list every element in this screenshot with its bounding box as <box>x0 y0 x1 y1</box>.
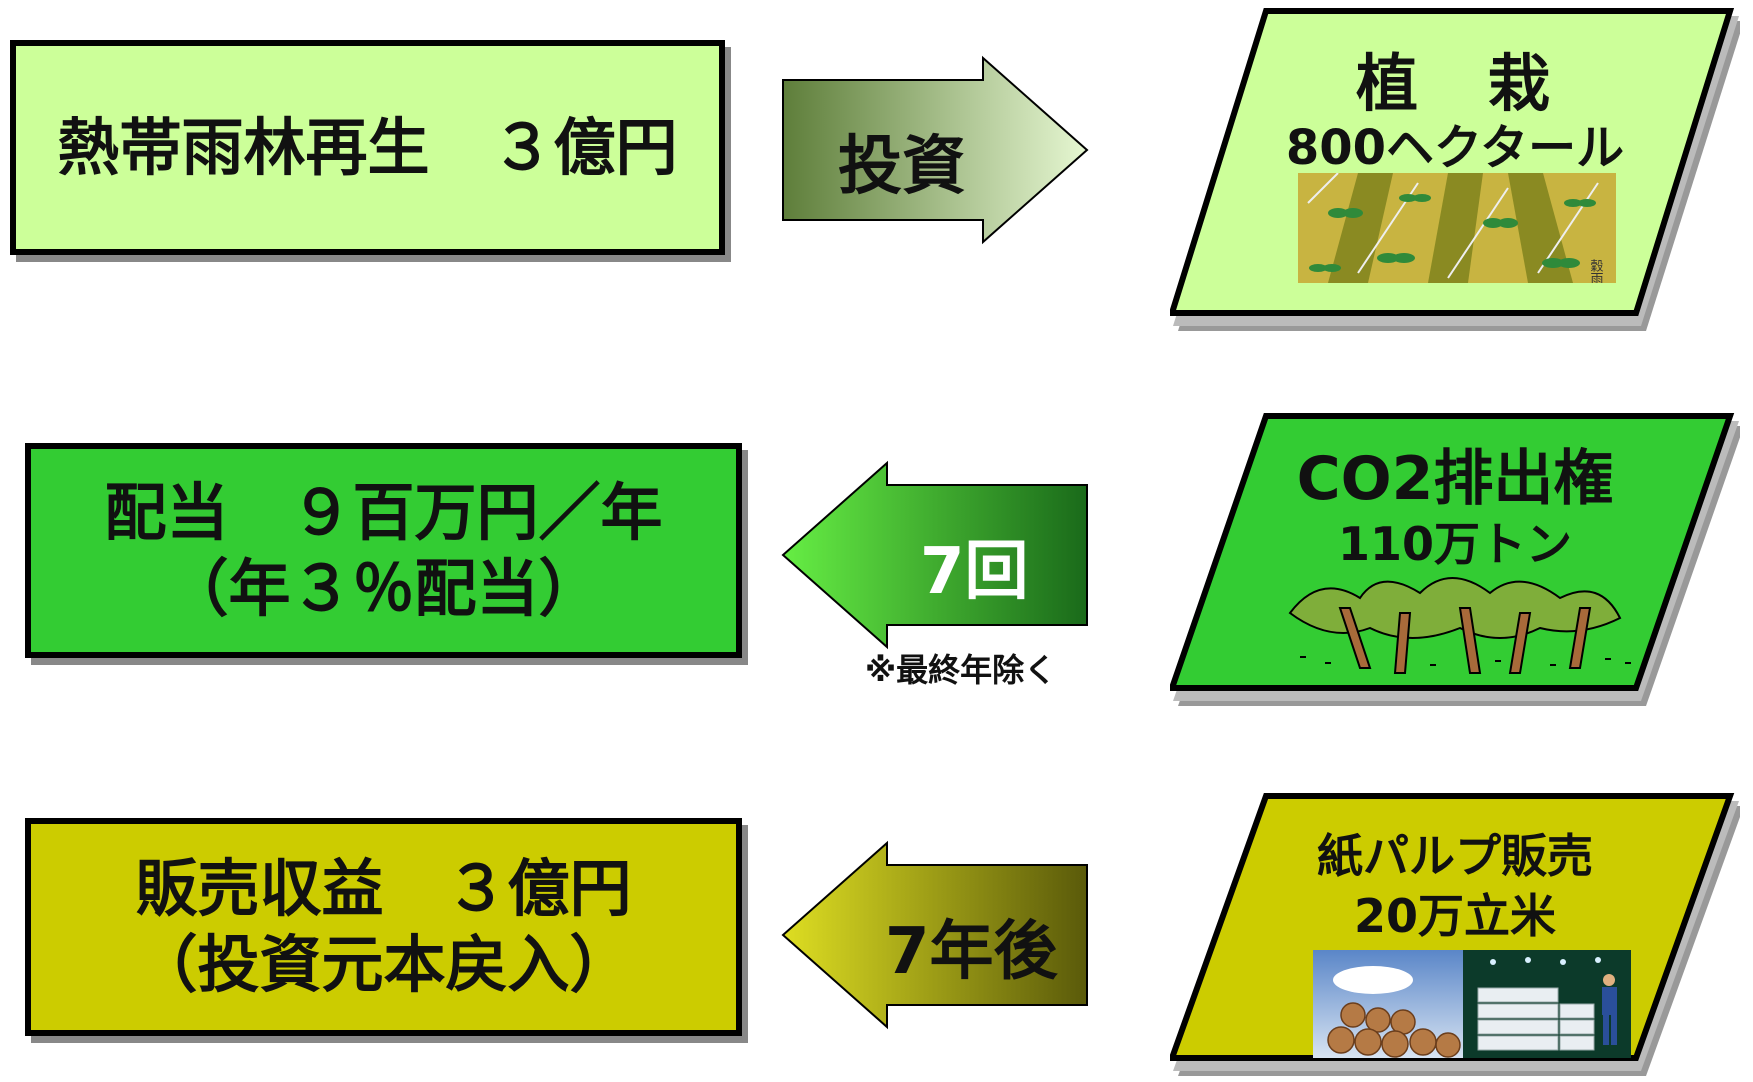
years-label: 7年後 <box>885 915 1058 989</box>
pulp-sales-box: 紙パルプ販売 20万立米 <box>1170 790 1740 1080</box>
seedlings-field-image: 穀雨 <box>1298 173 1616 283</box>
dividend-text: 配当 ９百万円／年 <box>104 475 663 549</box>
principal-return-text: （投資元本戻入） <box>135 928 632 1001</box>
dividend-rate-text: （年３％配当） <box>166 551 601 625</box>
pulp-title: 紙パルプ販売 <box>1317 829 1593 883</box>
co2-rights-box: CO2排出権 110万トン <box>1170 410 1740 710</box>
sales-revenue-box: 販売収益 ３億円 （投資元本戻入） <box>25 818 742 1036</box>
final-year-note: ※最終年除く <box>865 651 1057 689</box>
planting-box: 植 栽 800ヘクタール 穀雨 <box>1170 5 1740 335</box>
planting-area: 800ヘクタール <box>1285 120 1625 176</box>
dividend-box: 配当 ９百万円／年 （年３％配当） <box>25 443 742 658</box>
sales-revenue-text: 販売収益 ３億円 <box>135 852 632 925</box>
invest-label: 投資 <box>838 130 966 204</box>
co2-title: CO2排出権 <box>1296 444 1614 514</box>
trees-clipart-image <box>1288 577 1631 674</box>
investment-box: 熱帯雨林再生 ３億円 <box>10 40 725 255</box>
times-label: 7回 <box>920 535 1029 609</box>
image-caption-seal: 穀雨 <box>1588 259 1604 283</box>
planting-title: 植 栽 <box>1355 47 1554 120</box>
investment-text: 熱帯雨林再生 ３億円 <box>57 110 678 184</box>
pulp-volume: 20万立米 <box>1353 889 1556 943</box>
logs-and-paper-photo <box>1313 950 1631 1058</box>
left-arrow-icon <box>781 840 1088 1030</box>
right-arrow-icon <box>782 55 1089 245</box>
years-arrow: 7年後 <box>780 840 1090 1030</box>
dividend-count-arrow: 7回 <box>780 460 1090 650</box>
co2-amount: 110万トン <box>1337 517 1573 571</box>
left-arrow-icon <box>781 460 1088 650</box>
invest-arrow: 投資 <box>780 55 1090 245</box>
